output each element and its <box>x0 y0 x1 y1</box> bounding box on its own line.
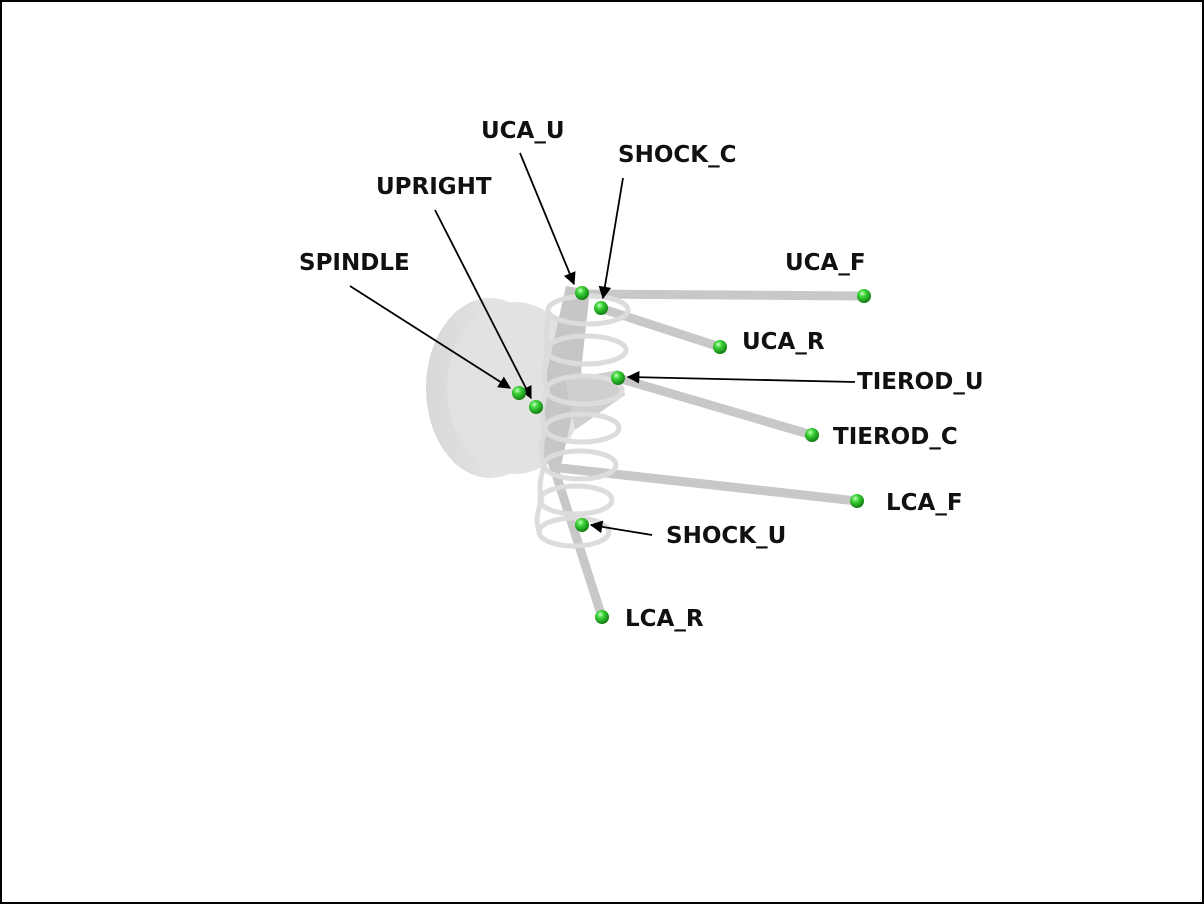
label-tierod-u: TIEROD_U <box>857 369 984 395</box>
hardpoints <box>512 286 871 624</box>
hardpoint-uca-r[interactable] <box>713 340 727 354</box>
label-lca-r: LCA_R <box>625 606 704 632</box>
hardpoint-lca-r[interactable] <box>595 610 609 624</box>
hardpoint-lca-f[interactable] <box>850 494 864 508</box>
label-uca-r: UCA_R <box>742 329 825 355</box>
shock-spring <box>534 293 631 549</box>
hardpoint-uca-f[interactable] <box>857 289 871 303</box>
leaders <box>349 152 856 536</box>
label-tierod-c: TIEROD_C <box>833 424 958 450</box>
leader-shock-c <box>598 177 624 300</box>
label-shock-c: SHOCK_C <box>618 142 736 168</box>
label-shock-u: SHOCK_U <box>666 523 786 549</box>
leader-upright <box>434 209 532 400</box>
hardpoint-uca-u[interactable] <box>575 286 589 300</box>
leader-uca-u <box>519 152 576 286</box>
hardpoint-tierod-u[interactable] <box>611 371 625 385</box>
label-upright: UPRIGHT <box>376 174 492 200</box>
label-lca-f: LCA_F <box>886 490 963 516</box>
label-uca-f: UCA_F <box>785 250 866 276</box>
lca-rear-arm <box>540 435 607 622</box>
uca-rear-arm <box>595 303 725 352</box>
hardpoint-upright[interactable] <box>529 400 543 414</box>
hardpoint-shock-u[interactable] <box>575 518 589 532</box>
leader-shock-u <box>589 520 653 536</box>
leader-tierod-u <box>626 370 856 384</box>
leader-spindle <box>349 285 512 389</box>
hardpoint-spindle[interactable] <box>512 386 526 400</box>
labels: UCA_U SHOCK_C UPRIGHT SPINDLE UCA_F UCA_… <box>299 118 984 632</box>
hardpoint-tierod-c[interactable] <box>805 428 819 442</box>
label-spindle: SPINDLE <box>299 250 410 276</box>
tierod-arm <box>613 373 817 440</box>
label-uca-u: UCA_U <box>481 118 565 144</box>
uca-front-arm <box>577 289 869 301</box>
hardpoint-shock-c[interactable] <box>594 301 608 315</box>
